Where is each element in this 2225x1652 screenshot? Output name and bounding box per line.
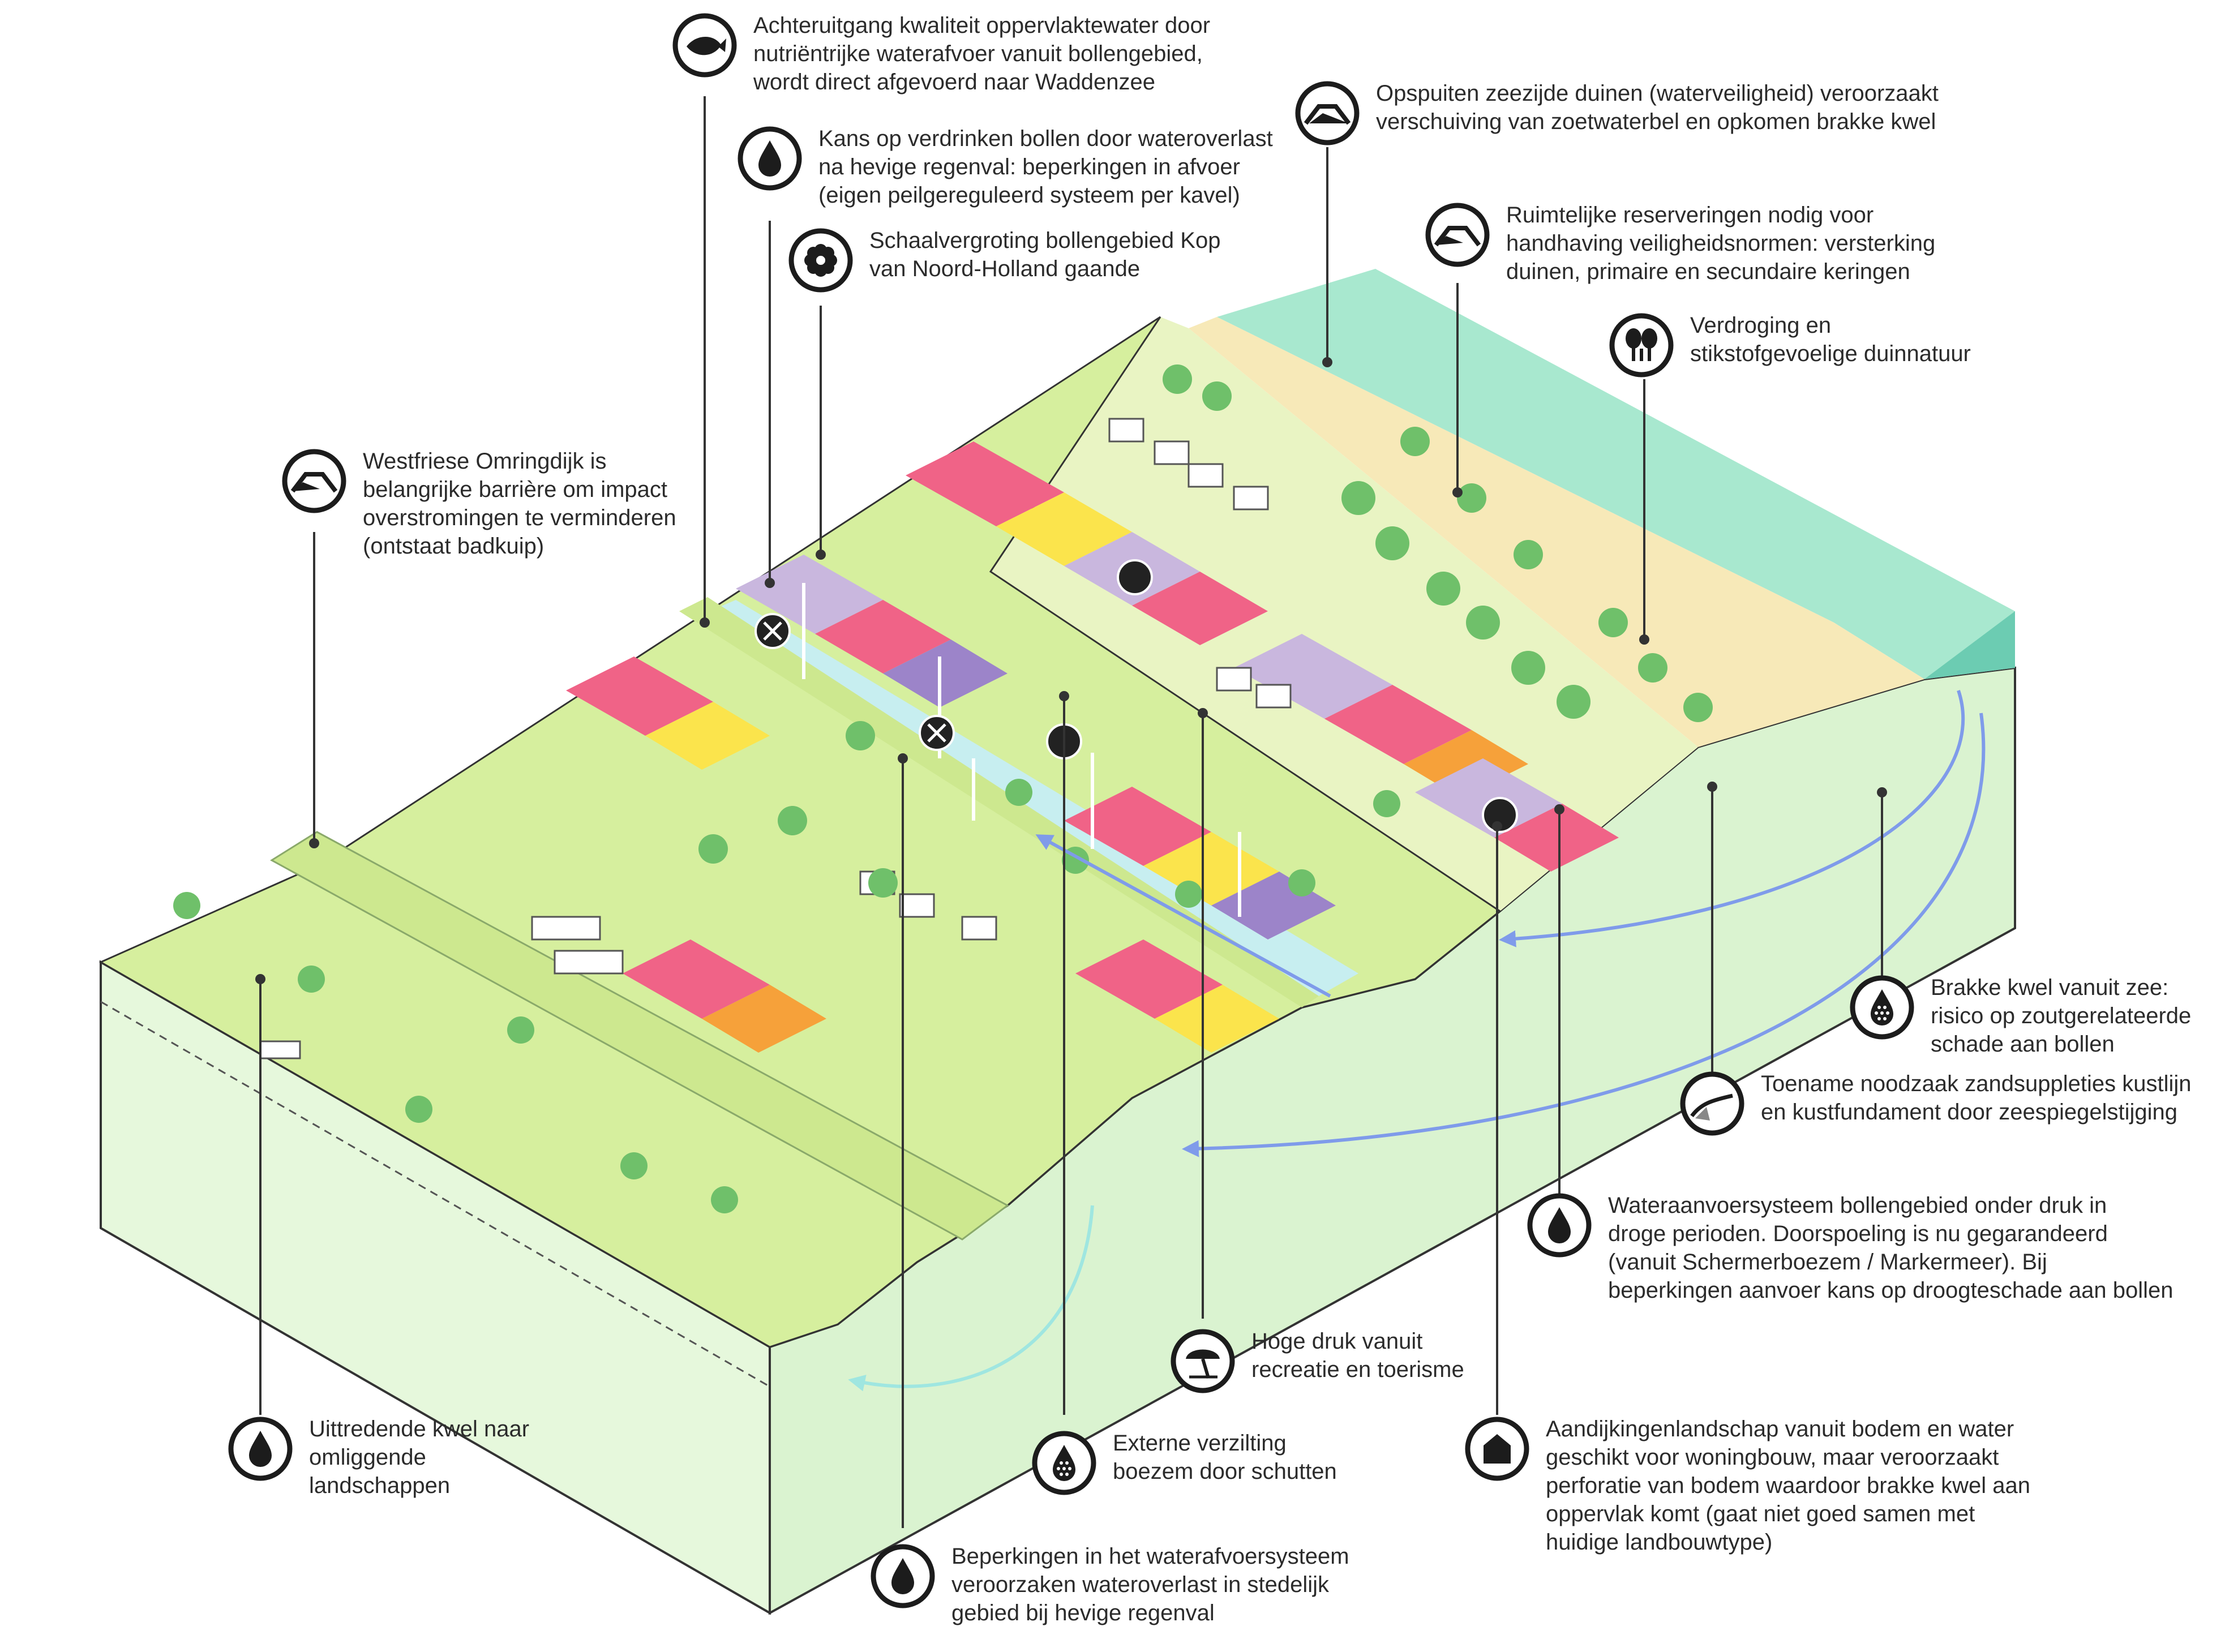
label-brack: Brakke kwel vanuit zee: risico op zoutge… (1848, 973, 2191, 1058)
salt-drop-icon (1032, 1431, 1096, 1495)
label-text: Ruimtelijke reserveringen nodig voor han… (1506, 203, 1936, 284)
label-seep: Uittredende kwel naar omliggende landsch… (226, 1415, 529, 1500)
flower-icon (788, 228, 853, 293)
salt-drop-icon (1850, 975, 1914, 1040)
leader-lines (255, 96, 1887, 1528)
dike-icon (1425, 203, 1490, 267)
label-sand: Toename noodzaak zandsuppleties kustlijn… (1678, 1070, 2192, 1138)
label-text: Aandijkingenlandschap vanuit bodem en wa… (1546, 1417, 2031, 1555)
label-text: Verdroging en stikstofgevoelige duinnatu… (1690, 313, 1971, 366)
label-dike: Westfriese Omringdijk is belangrijke bar… (280, 447, 676, 560)
label-dry: Verdroging en stikstofgevoelige duinnatu… (1607, 311, 1971, 379)
brackish-seep-arrow (1499, 690, 1965, 947)
label-text: Brakke kwel vanuit zee: risico op zoutge… (1931, 975, 2192, 1057)
label-urban: Beperkingen in het waterafvoersysteem ve… (869, 1542, 1349, 1627)
sea-front (1924, 611, 2015, 679)
dike-strip-2 (679, 597, 1319, 1007)
dike-strip (270, 831, 1009, 1241)
label-supply: Wateraanvoersysteem bollengebied onder d… (1525, 1191, 2173, 1305)
label-text: Schaalvergroting bollengebied Kop van No… (869, 228, 1221, 281)
label-scale: Schaalvergroting bollengebied Kop van No… (787, 226, 1220, 294)
dike-icon (282, 449, 346, 513)
label-house: Aandijkingenlandschap vanuit bodem en wa… (1463, 1415, 2030, 1556)
wind-turbines (802, 583, 1241, 917)
seepage-out-arrow (848, 1205, 1094, 1392)
label-dunes: Opspuiten zeezijde duinen (waterveilighe… (1293, 79, 1939, 147)
water-drop-icon (228, 1417, 293, 1481)
water-drop-icon (871, 1544, 935, 1608)
label-text: Achteruitgang kwaliteit oppervlaktewater… (753, 13, 1211, 95)
fish-icon (672, 13, 737, 78)
trees-icon (1609, 313, 1674, 377)
label-text: Wateraanvoersysteem bollengebied onder d… (1608, 1193, 2173, 1303)
label-text: Opspuiten zeezijde duinen (waterveilighe… (1376, 81, 1939, 134)
dune-icon (1295, 81, 1360, 145)
water-drop-icon (738, 126, 802, 191)
soil-line (100, 1001, 770, 1388)
label-text: Beperkingen in het waterafvoersysteem ve… (951, 1544, 1349, 1625)
buildings (259, 418, 1292, 1059)
label-text: Westfriese Omringdijk is belangrijke bar… (363, 449, 676, 559)
water-drop-icon (1527, 1193, 1592, 1258)
blocked-flow-marker (754, 613, 955, 751)
house-icon (1465, 1417, 1529, 1481)
sea-surface (1217, 269, 2015, 679)
label-tourism: Hoge druk vanuit recreatie en toerisme (1169, 1327, 1464, 1395)
bulb-fields (566, 441, 1619, 1053)
label-text: Externe verzilting boezem door schutten (1113, 1431, 1337, 1484)
label-text: Kans op verdrinken bollen door waterover… (818, 126, 1273, 208)
groundwater-arrow (1182, 713, 1986, 1157)
label-text: Toename noodzaak zandsuppleties kustlijn… (1761, 1071, 2192, 1125)
label-text: Hoge druk vanuit recreatie en toerisme (1251, 1329, 1464, 1382)
trees (173, 364, 1713, 1213)
beach (1189, 317, 1924, 747)
label-space: Ruimtelijke reserveringen nodig voor han… (1424, 201, 1935, 286)
label-fish: Achteruitgang kwaliteit oppervlaktewater… (671, 11, 1210, 96)
label-text: Uittredende kwel naar omliggende landsch… (309, 1417, 530, 1498)
label-drown: Kans op verdrinken bollen door waterover… (736, 125, 1273, 209)
coast-icon (1680, 1071, 1744, 1136)
canal-flow-arrow (1035, 834, 1331, 998)
label-salt: Externe verzilting boezem door schutten (1030, 1429, 1337, 1497)
umbrella-icon (1171, 1329, 1235, 1393)
